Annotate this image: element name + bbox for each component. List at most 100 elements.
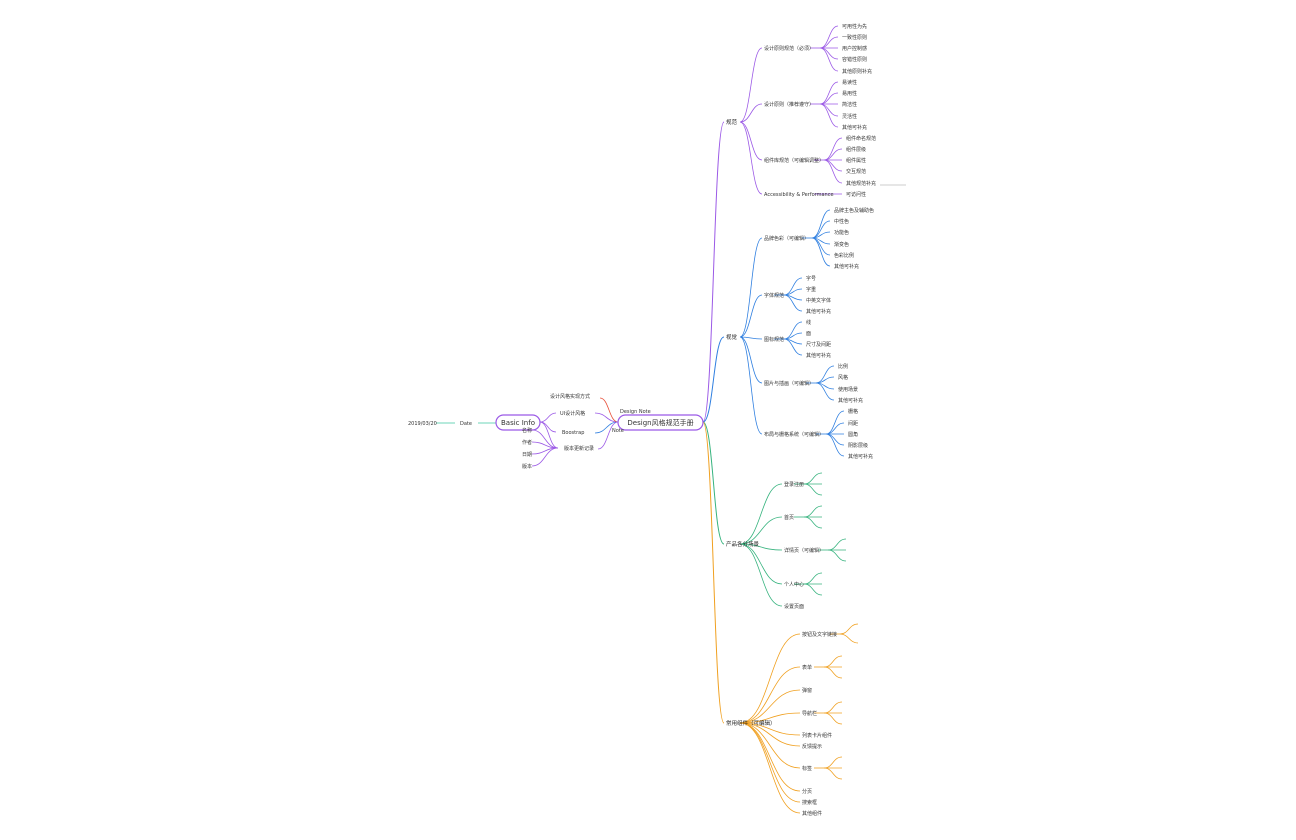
date-tag[interactable]: Date bbox=[460, 421, 472, 427]
root-node[interactable]: Design风格规范手册 bbox=[617, 414, 704, 431]
basic-info-node[interactable]: Basic Info bbox=[495, 414, 541, 431]
leaf-b1-1-1[interactable]: 易用性 bbox=[842, 90, 857, 97]
left-version-child-0[interactable]: 名称 bbox=[522, 427, 532, 434]
leaf-b1-2-2[interactable]: 组件属性 bbox=[846, 157, 866, 164]
left-top-note[interactable]: 设计风格实现方式 bbox=[550, 393, 590, 400]
leaf-b2-0-1[interactable]: 中性色 bbox=[834, 218, 849, 225]
child-b4-6-label[interactable]: 标签 bbox=[802, 765, 812, 772]
leaf-b2-0-5[interactable]: 其他可补充 bbox=[834, 263, 859, 270]
leaf-b2-0-2[interactable]: 功能色 bbox=[834, 229, 849, 236]
leaf-connector-b3-2-2 bbox=[827, 549, 847, 562]
child-b4-7-label[interactable]: 分页 bbox=[802, 788, 812, 795]
leaf-b1-0-1[interactable]: 一致性原则 bbox=[842, 34, 867, 41]
child-b3-1-label[interactable]: 首页 bbox=[784, 514, 794, 521]
leaf-b1-1-3[interactable]: 灵活性 bbox=[842, 113, 857, 120]
branch-b2-label[interactable]: 视觉 bbox=[726, 333, 738, 341]
branch-b1-label[interactable]: 规范 bbox=[726, 118, 738, 126]
leaf-b1-1-4[interactable]: 其他可补充 bbox=[842, 124, 867, 131]
child-connector-b1-0 bbox=[739, 47, 763, 123]
child-b2-3-label[interactable]: 图片与插画（可编辑） bbox=[764, 380, 814, 387]
leaf-b1-2-3[interactable]: 交互规范 bbox=[846, 168, 866, 175]
mindmap-connectors bbox=[436, 25, 906, 814]
branch-b3-label[interactable]: 产品各分场景 bbox=[726, 540, 760, 548]
child-b2-2-label[interactable]: 图标规范 bbox=[764, 336, 784, 343]
branch-b4-label[interactable]: 常用组件（可编辑） bbox=[726, 719, 776, 727]
leaf-connector-b1-0-0 bbox=[819, 25, 839, 49]
root-left-connector-2 bbox=[599, 397, 619, 423]
leaf-b2-2-0[interactable]: 线 bbox=[806, 319, 811, 326]
child-b2-4-label[interactable]: 布局与栅格系统（可编辑） bbox=[764, 431, 824, 438]
leaf-connector-b2-4-3 bbox=[825, 433, 845, 446]
left-item-ui-style[interactable]: UI设计风格 bbox=[560, 410, 585, 417]
leaf-b2-3-2[interactable]: 使用场景 bbox=[838, 386, 858, 393]
left-item-ui-style-note[interactable]: Design Note bbox=[620, 409, 651, 415]
leaf-b2-0-3[interactable]: 渐变色 bbox=[834, 241, 849, 248]
leaf-b1-3-0[interactable]: 可访问性 bbox=[846, 191, 866, 198]
child-b4-4-label[interactable]: 列表卡片组件 bbox=[802, 732, 832, 739]
root-left-connector-4 bbox=[597, 421, 619, 450]
child-connector-b4-0 bbox=[739, 633, 801, 724]
left-item-bootstrap-note[interactable]: Note bbox=[612, 428, 624, 434]
leaf-b2-2-3[interactable]: 其他可补充 bbox=[806, 352, 831, 359]
leaf-b2-1-3[interactable]: 其他可补充 bbox=[806, 308, 831, 315]
leaf-b2-2-2[interactable]: 尺寸及间距 bbox=[806, 341, 831, 348]
branch-connector-b1 bbox=[702, 121, 725, 423]
child-b1-1-label[interactable]: 设计原则（推荐遵守） bbox=[764, 101, 814, 108]
child-b4-2-label[interactable]: 弹窗 bbox=[802, 687, 812, 694]
child-b2-1-label[interactable]: 字体规范 bbox=[764, 292, 784, 299]
leaf-b1-2-4[interactable]: 其他规范补充 bbox=[846, 180, 876, 187]
leaf-b1-0-0[interactable]: 可用性为先 bbox=[842, 23, 867, 30]
leaf-b2-1-0[interactable]: 字号 bbox=[806, 275, 816, 282]
leaf-b1-0-2[interactable]: 用户控制感 bbox=[842, 45, 867, 52]
child-b1-0-label[interactable]: 设计原则规范（必须） bbox=[764, 45, 814, 52]
leaf-connector-b1-0-1 bbox=[819, 36, 839, 49]
leaf-b2-4-0[interactable]: 栅格 bbox=[848, 408, 858, 415]
branch-connector-b4 bbox=[702, 421, 725, 724]
leaf-b2-0-4[interactable]: 色彩比例 bbox=[834, 252, 854, 259]
child-b3-2-label[interactable]: 详情页（可编辑） bbox=[784, 547, 824, 554]
leaf-b2-4-1[interactable]: 间距 bbox=[848, 420, 858, 427]
leaf-b2-1-1[interactable]: 字重 bbox=[806, 286, 816, 293]
leaf-b2-2-1[interactable]: 面 bbox=[806, 331, 811, 337]
child-b2-0-label[interactable]: 品牌色彩（可编辑） bbox=[764, 235, 809, 242]
leaf-b2-3-1[interactable]: 风格 bbox=[838, 374, 848, 381]
leaf-b1-0-3[interactable]: 容错性原则 bbox=[842, 56, 867, 63]
leaf-b1-1-0[interactable]: 易读性 bbox=[842, 79, 857, 86]
leaf-b2-4-4[interactable]: 其他可补充 bbox=[848, 453, 873, 460]
left-item-version[interactable]: 版本更新记录 bbox=[564, 445, 594, 452]
child-connector-b2-3 bbox=[739, 336, 763, 384]
leaf-connector-b1-2-0 bbox=[823, 137, 843, 161]
child-b4-8-label[interactable]: 搜索框 bbox=[802, 799, 817, 806]
leaf-connector-b3-3-0 bbox=[803, 572, 823, 585]
left-version-child-3[interactable]: 版本 bbox=[522, 463, 532, 470]
leaf-b2-4-2[interactable]: 圆角 bbox=[848, 431, 858, 438]
leaf-b1-0-4[interactable]: 其他原则补充 bbox=[842, 68, 872, 75]
leaf-b2-0-0[interactable]: 品牌主色及辅助色 bbox=[834, 207, 874, 214]
child-b3-4-label[interactable]: 设置页面 bbox=[784, 603, 804, 610]
child-b4-0-label[interactable]: 按钮及文字链接 bbox=[802, 631, 837, 638]
leaf-b1-2-1[interactable]: 组件层级 bbox=[846, 146, 866, 153]
leaf-b2-3-3[interactable]: 其他可补充 bbox=[838, 397, 863, 404]
leaf-b1-1-2[interactable]: 简洁性 bbox=[842, 101, 857, 108]
child-b1-2-label[interactable]: 组件库规范（可编辑调整） bbox=[764, 157, 824, 164]
root-node-label: Design风格规范手册 bbox=[627, 418, 693, 427]
child-b4-1-label[interactable]: 表单 bbox=[802, 664, 812, 671]
child-connector-b1-3 bbox=[739, 121, 763, 195]
child-b3-3-label[interactable]: 个人中心 bbox=[784, 581, 804, 588]
leaf-b2-3-0[interactable]: 比例 bbox=[838, 363, 848, 370]
leaf-b2-4-3[interactable]: 阴影层级 bbox=[848, 442, 868, 449]
child-b4-9-label[interactable]: 其他组件 bbox=[802, 810, 822, 817]
leaf-b1-2-0[interactable]: 组件命名规范 bbox=[846, 135, 876, 142]
child-b4-3-label[interactable]: 导航栏 bbox=[802, 710, 817, 717]
date-value[interactable]: 2019/03/20 bbox=[408, 421, 437, 427]
left-version-child-2[interactable]: 日期 bbox=[522, 452, 532, 458]
child-b1-3-label[interactable]: Accessibility & Performance bbox=[764, 192, 834, 198]
left-item-bootstrap[interactable]: Boostrap bbox=[562, 430, 584, 436]
child-connector-b3-0 bbox=[739, 483, 783, 545]
left-bootstrap-connector bbox=[539, 421, 557, 433]
leaf-b2-1-2[interactable]: 中英文字体 bbox=[806, 297, 831, 304]
child-b4-5-label[interactable]: 反馈提示 bbox=[802, 743, 822, 750]
left-version-child-1[interactable]: 作者 bbox=[522, 439, 532, 446]
child-b3-0-label[interactable]: 登录注册 bbox=[784, 481, 804, 488]
child-connector-b2-0 bbox=[739, 237, 763, 338]
